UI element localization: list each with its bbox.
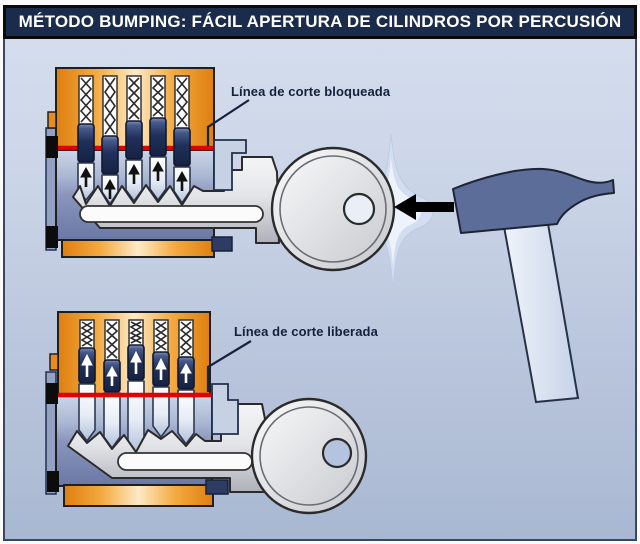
arrow-up-icon	[81, 353, 93, 377]
driver-pin	[173, 127, 191, 167]
cam-tab	[205, 479, 229, 495]
housing-step	[47, 111, 57, 129]
arrow-up-icon	[152, 160, 164, 181]
pin-up-arrows	[81, 350, 192, 386]
driver-pins	[77, 117, 191, 175]
driver-pins	[78, 344, 195, 393]
key-groove	[117, 452, 253, 471]
key-pin	[177, 389, 195, 445]
arrow-up-icon	[130, 350, 142, 374]
driver-pin	[125, 120, 143, 160]
arrow-up-icon	[106, 365, 118, 386]
key-bow-ring	[259, 406, 359, 506]
key-bow	[250, 397, 368, 515]
housing-face-step	[211, 383, 239, 435]
arrow-up-icon	[176, 170, 188, 191]
spring	[175, 77, 189, 127]
retainer-tab	[46, 226, 58, 248]
spring	[79, 77, 93, 123]
springs	[79, 77, 189, 135]
title-bar: MÉTODO BUMPING: FÁCIL APERTURA DE CILIND…	[3, 5, 637, 39]
arrow-up-icon	[80, 166, 92, 187]
spring	[151, 77, 165, 117]
spring	[179, 321, 193, 356]
spring	[175, 77, 189, 127]
key-pins	[78, 380, 195, 453]
spring	[104, 77, 116, 135]
spring	[129, 321, 143, 344]
spring	[104, 77, 116, 135]
leader-line-blocked	[206, 99, 250, 146]
spring	[154, 321, 168, 351]
spring	[105, 321, 119, 359]
hammer-handle	[501, 216, 580, 404]
housing-step	[49, 353, 59, 371]
spring	[151, 77, 165, 117]
impact-arrow-icon	[394, 194, 454, 220]
housing-bottom	[63, 484, 214, 507]
label-released: Línea de corte liberada	[234, 324, 378, 339]
driver-pin	[149, 117, 167, 157]
key-bow	[270, 146, 396, 272]
page-title: MÉTODO BUMPING: FÁCIL APERTURA DE CILIND…	[18, 12, 622, 31]
spring	[154, 321, 168, 351]
cam-tab	[211, 236, 233, 252]
spring	[105, 321, 119, 359]
retainer-tab	[46, 383, 58, 404]
driver-pin	[77, 123, 95, 163]
arrow-up-icon	[128, 163, 140, 184]
retainer-tab	[47, 471, 59, 492]
spring	[80, 321, 94, 347]
key-pin	[78, 383, 96, 442]
pin-up-arrows	[80, 160, 188, 199]
housing-face-step	[213, 139, 247, 191]
driver-pin	[101, 135, 119, 175]
arrow-up-icon	[104, 178, 116, 199]
hammer-head	[452, 167, 615, 234]
housing-bottom	[61, 239, 215, 258]
spring	[127, 77, 141, 120]
leader-line-released	[206, 340, 252, 392]
hammer-icon	[452, 167, 615, 404]
top-key	[72, 146, 396, 272]
spring	[129, 321, 143, 344]
spring	[80, 321, 94, 347]
retainer-tab	[46, 136, 58, 158]
key-pin	[152, 386, 170, 438]
arrow-up-icon	[180, 362, 192, 383]
bottom-key	[67, 397, 368, 515]
key-bow-hole	[342, 192, 376, 226]
springs	[80, 321, 193, 359]
key-bow-ring	[279, 155, 387, 263]
key-bow-hole	[321, 437, 353, 469]
spring	[179, 321, 193, 356]
spring	[127, 77, 141, 120]
spring	[79, 77, 93, 123]
arrow-up-icon	[155, 357, 167, 380]
label-blocked: Línea de corte bloqueada	[231, 84, 391, 99]
key-groove	[79, 205, 264, 223]
